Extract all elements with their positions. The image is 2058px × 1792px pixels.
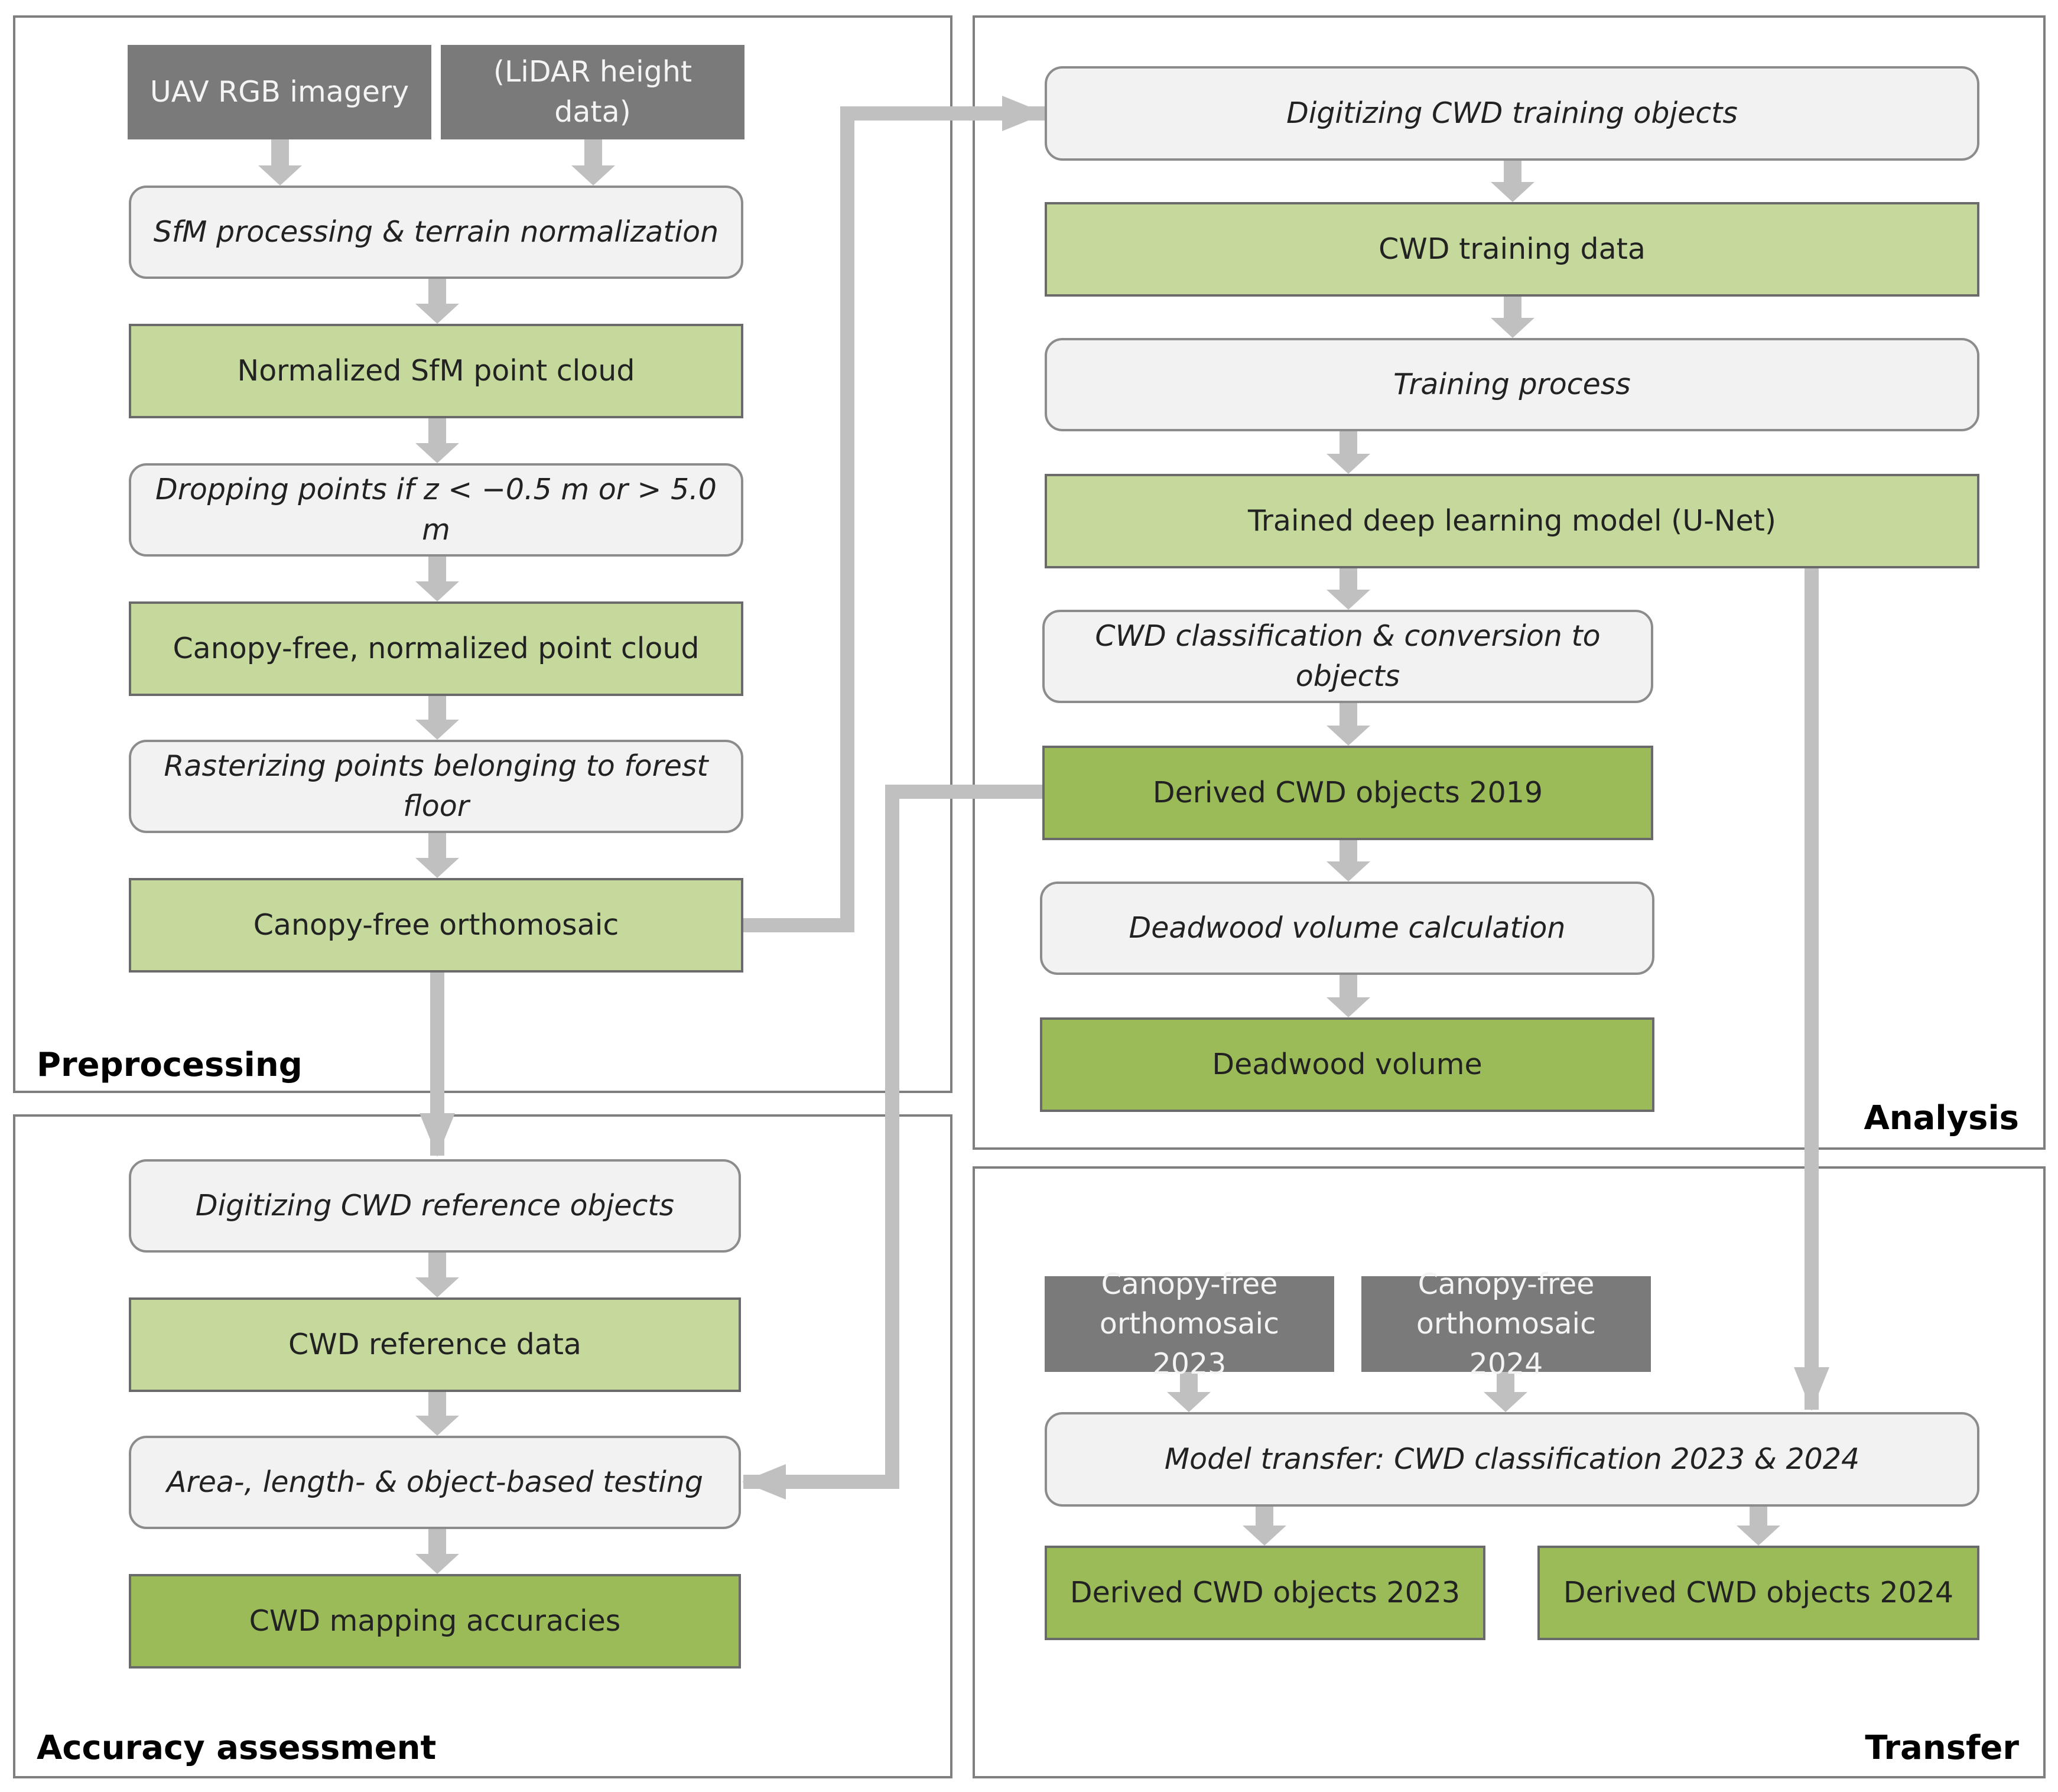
flow-arrow [1491, 297, 1534, 338]
flow-arrow [1327, 975, 1370, 1017]
flow-arrow [571, 139, 615, 186]
preprocessing-panel [13, 15, 952, 1093]
arrow-ortho-to-digitizing-training [743, 96, 1046, 932]
flow-arrow [1737, 1507, 1780, 1546]
rasterizing-points: Rasterizing points belonging to forest f… [129, 740, 743, 833]
cwd-reference-data: CWD reference data [129, 1297, 741, 1392]
flow-arrow [1491, 161, 1534, 202]
flow-arrow [415, 833, 459, 878]
flow-arrow [415, 279, 459, 324]
flow-arrow [1167, 1372, 1211, 1412]
canopy-free-orthomosaic: Canopy-free orthomosaic [129, 878, 743, 973]
digitizing-cwd-training-objects: Digitizing CWD training objects [1045, 66, 1979, 161]
flow-arrow [1327, 431, 1370, 474]
lidar-height-data: (LiDAR height data) [441, 45, 744, 139]
accuracy-assessment-panel [13, 1114, 952, 1778]
arrow-derived-2019-to-testing [742, 785, 1043, 1500]
cwd-mapping-accuracies: CWD mapping accuracies [129, 1574, 741, 1669]
flow-arrow [415, 418, 459, 463]
normalized-sfm-point-cloud: Normalized SfM point cloud [129, 324, 743, 418]
preprocessing-title: Preprocessing [37, 1046, 303, 1084]
sfm-processing: SfM processing & terrain normalization [129, 186, 743, 279]
derived-cwd-objects-2019: Derived CWD objects 2019 [1042, 746, 1653, 840]
cwd-training-data: CWD training data [1045, 202, 1979, 297]
training-process: Training process [1045, 338, 1979, 431]
canopy-free-orthomosaic-2023: Canopy-free orthomosaic 2023 [1045, 1267, 1334, 1381]
flow-arrow [1243, 1507, 1286, 1546]
canopy-free-orthomosaic-2024: Canopy-free orthomosaic 2024 [1361, 1267, 1651, 1381]
transfer-title: Transfer [1865, 1729, 2019, 1767]
flow-arrow [1484, 1372, 1527, 1412]
trained-deep-learning-model: Trained deep learning model (U-Net) [1045, 474, 1979, 568]
derived-cwd-objects-2024: Derived CWD objects 2024 [1537, 1546, 1979, 1640]
deadwood-volume: Deadwood volume [1040, 1017, 1654, 1112]
flow-arrow [415, 557, 459, 601]
dropping-points: Dropping points if z < −0.5 m or > 5.0 m [129, 463, 743, 557]
flow-arrow [415, 1392, 459, 1436]
uav-rgb-imagery: UAV RGB imagery [128, 45, 431, 139]
deadwood-volume-calculation: Deadwood volume calculation [1040, 882, 1654, 975]
transfer-panel [973, 1166, 2046, 1778]
flow-arrow [415, 1529, 459, 1574]
flow-arrow [1327, 568, 1370, 610]
area-length-object-based-testing: Area-, length- & object-based testing [129, 1436, 741, 1529]
derived-cwd-objects-2023: Derived CWD objects 2023 [1045, 1546, 1485, 1640]
cwd-classification: CWD classification & conversion to objec… [1042, 610, 1653, 703]
canopy-free-normalized-point-cloud: Canopy-free, normalized point cloud [129, 601, 743, 696]
accuracy-assessment-title: Accuracy assessment [37, 1729, 437, 1767]
flow-arrow [1327, 703, 1370, 746]
flow-arrow [258, 139, 302, 186]
digitizing-cwd-reference-objects: Digitizing CWD reference objects [129, 1159, 741, 1253]
flow-arrow [1327, 840, 1370, 882]
flow-arrow [415, 1253, 459, 1297]
flow-arrow [415, 696, 459, 740]
analysis-title: Analysis [1864, 1099, 2019, 1137]
model-transfer: Model transfer: CWD classification 2023 … [1045, 1412, 1979, 1507]
analysis-panel [973, 15, 2046, 1150]
